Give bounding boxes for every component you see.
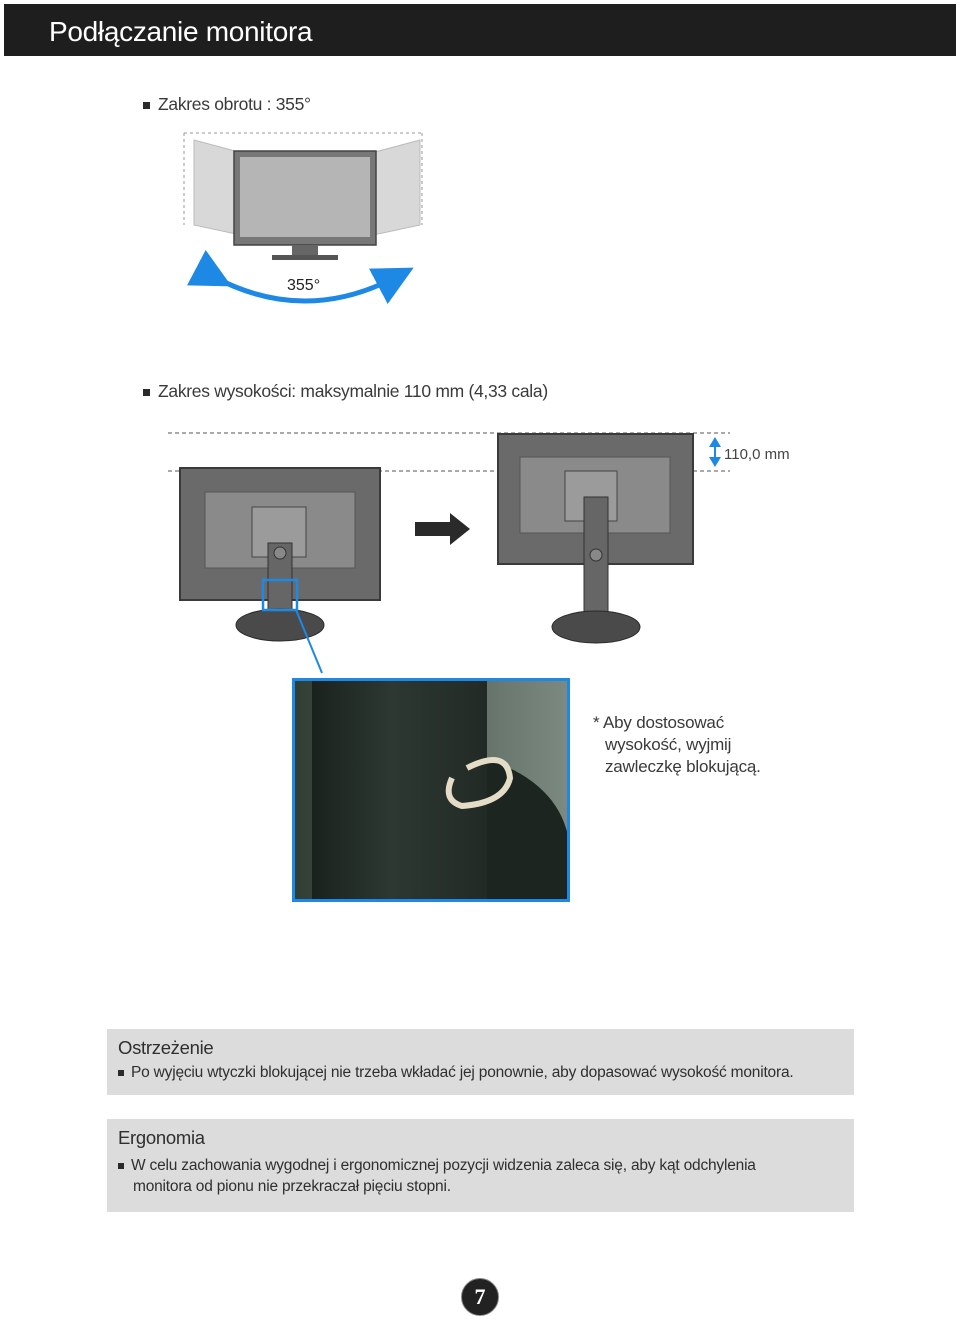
ergonomics-box: Ergonomia W celu zachowania wygodnej i e…: [107, 1119, 854, 1212]
ergonomics-text: W celu zachowania wygodnej i ergonomiczn…: [118, 1155, 846, 1197]
ergonomics-title: Ergonomia: [118, 1127, 205, 1148]
swivel-angle-label: 355°: [287, 277, 321, 294]
note-line: zawleczkę blokującą.: [605, 757, 761, 776]
swivel-range-label: Zakres obrotu : 355°: [158, 94, 311, 114]
page-title: Podłączanie monitora: [49, 16, 313, 47]
warning-title: Ostrzeżenie: [118, 1037, 214, 1058]
height-range-label: Zakres wysokości: maksymalnie 110 mm (4,…: [158, 381, 548, 401]
bullet-icon: [143, 389, 150, 396]
page-number: 7: [461, 1278, 499, 1316]
warning-text: Po wyjęciu wtyczki blokującej nie trzeba…: [118, 1062, 846, 1083]
swivel-range-item: Zakres obrotu : 355°: [143, 94, 311, 115]
height-dimension-label: 110,0 mm: [724, 446, 790, 463]
locking-pin-photo: [292, 678, 570, 902]
ergonomics-line: monitora od pionu nie przekraczał pięciu…: [133, 1178, 451, 1195]
note-line: wysokość, wyjmij: [605, 735, 732, 754]
warning-box: Ostrzeżenie Po wyjęciu wtyczki blokujące…: [107, 1029, 854, 1095]
bullet-icon: [143, 102, 150, 109]
height-range-item: Zakres wysokości: maksymalnie 110 mm (4,…: [143, 381, 548, 402]
bullet-icon: [118, 1163, 124, 1169]
ergonomics-line: W celu zachowania wygodnej i ergonomiczn…: [131, 1157, 756, 1174]
note-line: * Aby dostosować: [593, 713, 724, 732]
swivel-illustration: [183, 132, 423, 305]
bullet-icon: [118, 1070, 124, 1076]
warning-body: Po wyjęciu wtyczki blokującej nie trzeba…: [131, 1064, 794, 1081]
note-text: * Aby dostosować wysokość, wyjmij zawlec…: [593, 712, 761, 778]
page-header: Podłączanie monitora: [4, 4, 956, 56]
height-illustration: [168, 432, 730, 674]
